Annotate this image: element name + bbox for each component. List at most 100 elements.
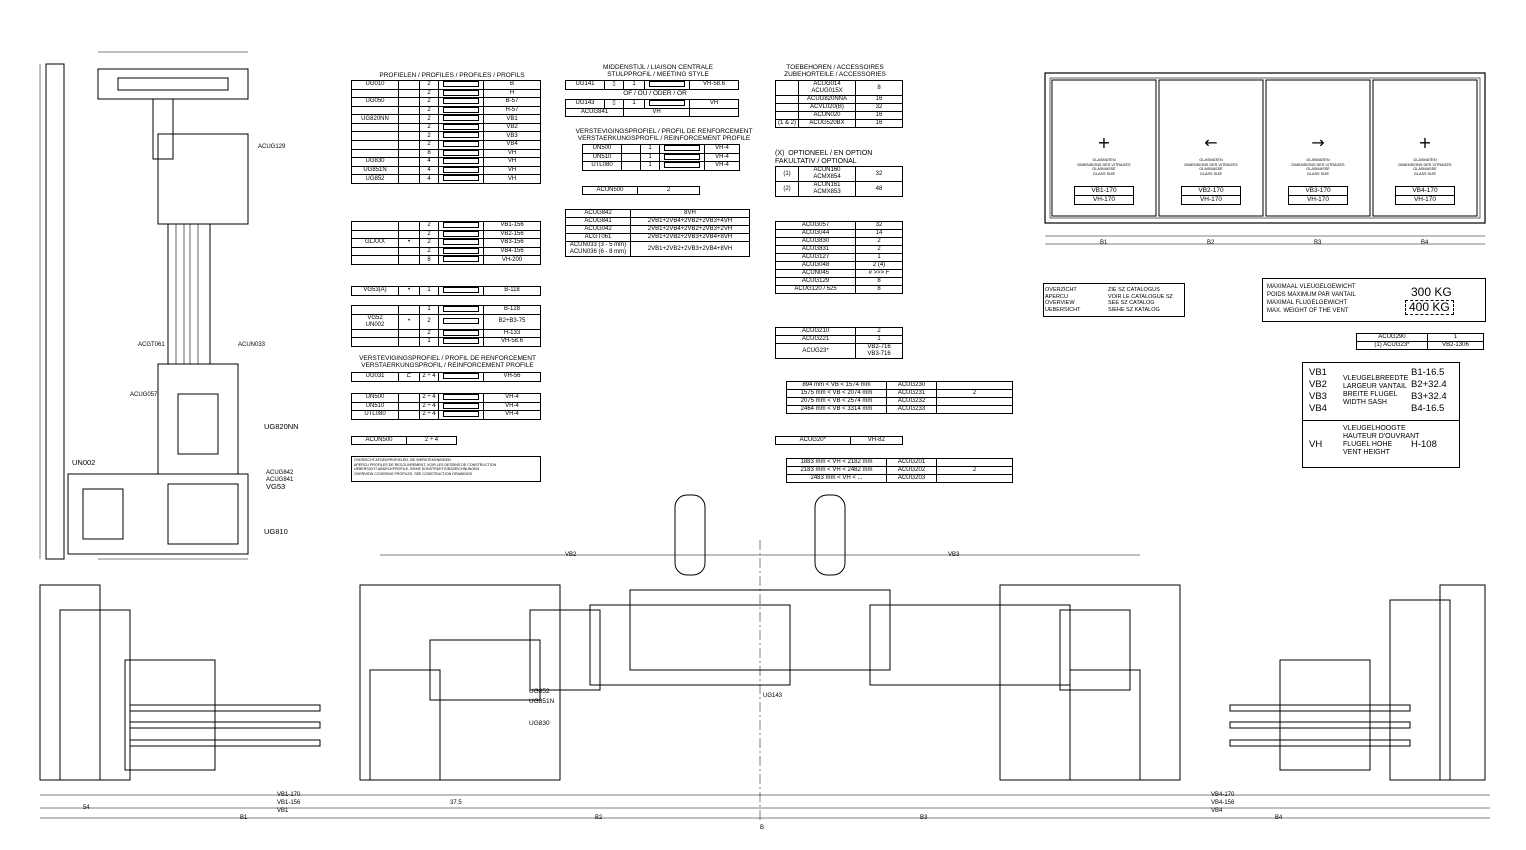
arrow-right-icon: → [1311,133,1324,152]
profile-name: UG852 [351,174,399,184]
dim-b: B [760,825,765,831]
range-qty: 2 [936,466,1013,475]
profile-length: VB4 [483,140,541,150]
profile-icon: • [398,313,420,330]
profile-qty: 2 ÷ 4 [419,410,439,420]
profile-name: UTL080 [351,410,399,420]
profile-shape-icon [443,132,479,139]
profile-name: UG820NN [351,114,399,124]
profile-qty: 2 [419,246,439,257]
fixed-pane-icon: + [1418,133,1431,152]
covering-profiles-note: OVERZICHT AFDEKPROFIELEN, ZIE WERKTEKENI… [351,456,541,482]
profile-length: VH [483,157,541,167]
range-accessory: ACUG231 [886,389,937,398]
accessory-name: ACUG048 [775,261,856,270]
profile-length: VH [483,174,541,184]
profile-shape-icon [443,247,479,254]
profile-name: UG050 [351,97,399,107]
sash-pane [1265,79,1371,217]
range-accessory: ACUG203 [886,474,937,483]
profile-length: B-57 [483,97,541,107]
accessory-name: ACUG120 / 525 [775,285,856,294]
window-elevation: +←→+ [1044,72,1486,245]
profile-shape-icon [443,394,479,400]
profile-icon [398,255,420,265]
range-accessory: ACUG202 [886,466,937,475]
accessory-name: ACUG210 [775,327,856,336]
profile-qty: 4 [419,174,439,184]
profile-shape-icon [443,81,479,87]
accessory-name: ACUG057 [775,221,856,230]
profile-length: H-57 [483,105,541,116]
label-ug851n: UG851N [529,698,555,705]
profile-length: VH-200 [483,255,541,265]
accessory-qty: 32 [855,166,903,182]
profile-length: VB3-156 [483,238,541,248]
profile-length: H [483,88,541,99]
dim-b2: B2 [595,815,603,821]
profile-icon [621,152,641,163]
dim-b1: B1 [240,815,248,821]
label-acug842: ACUG842 [266,470,294,476]
profile-qty: 2 [419,80,439,90]
profile-icon [398,105,420,116]
ug031-name: UG031 [351,372,399,382]
profile-icon [398,122,420,133]
profile-name [351,246,399,257]
profile-qty: 1 [419,337,439,347]
profile-length: VH-58.6 [483,337,541,347]
profile-name: UG851N [351,165,399,176]
profile-length: VB4-156 [483,246,541,257]
dim-37-5: 37.5 [450,800,462,806]
profile-shape-icon [443,402,479,409]
profile-length: B [483,80,541,90]
acug23-len: VB2-1306 [1426,341,1485,350]
profile-name: VG52 UN002 [351,313,399,330]
profile-length: H-133 [483,328,541,339]
profile-length: VH-4 [483,410,541,420]
accessory-name: ACUG042 [565,225,631,234]
pane-dimension: VH-170 [1181,195,1241,205]
accessory-name: ACUN160 ACMX854 [798,166,856,182]
accessory-name: ACUG842 [565,209,631,218]
arrow-left-icon: ← [1204,133,1217,152]
accessory-qty: 2 [855,237,903,246]
table-row: ACUN033 (3 - 5 mm) ACUN036 (6 - 8 mm)2VB… [565,241,750,257]
dim-label: B2 [1207,240,1215,246]
profile-qty: 1 [419,305,439,315]
acug841-name: ACUG841 [565,107,624,117]
dim-vb4: VB4 [1211,808,1223,814]
dim-label: B1 [1100,240,1108,246]
profile-qty: 8 [419,255,439,265]
vg53-qty: 1 [419,286,439,296]
accessory-qty: 14 [855,229,903,238]
label-acug129: ACUG129 [258,144,286,150]
sash-pane [1372,79,1478,217]
profile-length: VH [483,165,541,176]
accessory-formula: 2VB1+2VB4+2VB2+2VB3+4VH [630,217,750,226]
label-ug820nn: UG820NN [264,422,299,431]
range-accessory: ACUG201 [886,458,937,467]
profile-shape-icon [443,158,479,165]
